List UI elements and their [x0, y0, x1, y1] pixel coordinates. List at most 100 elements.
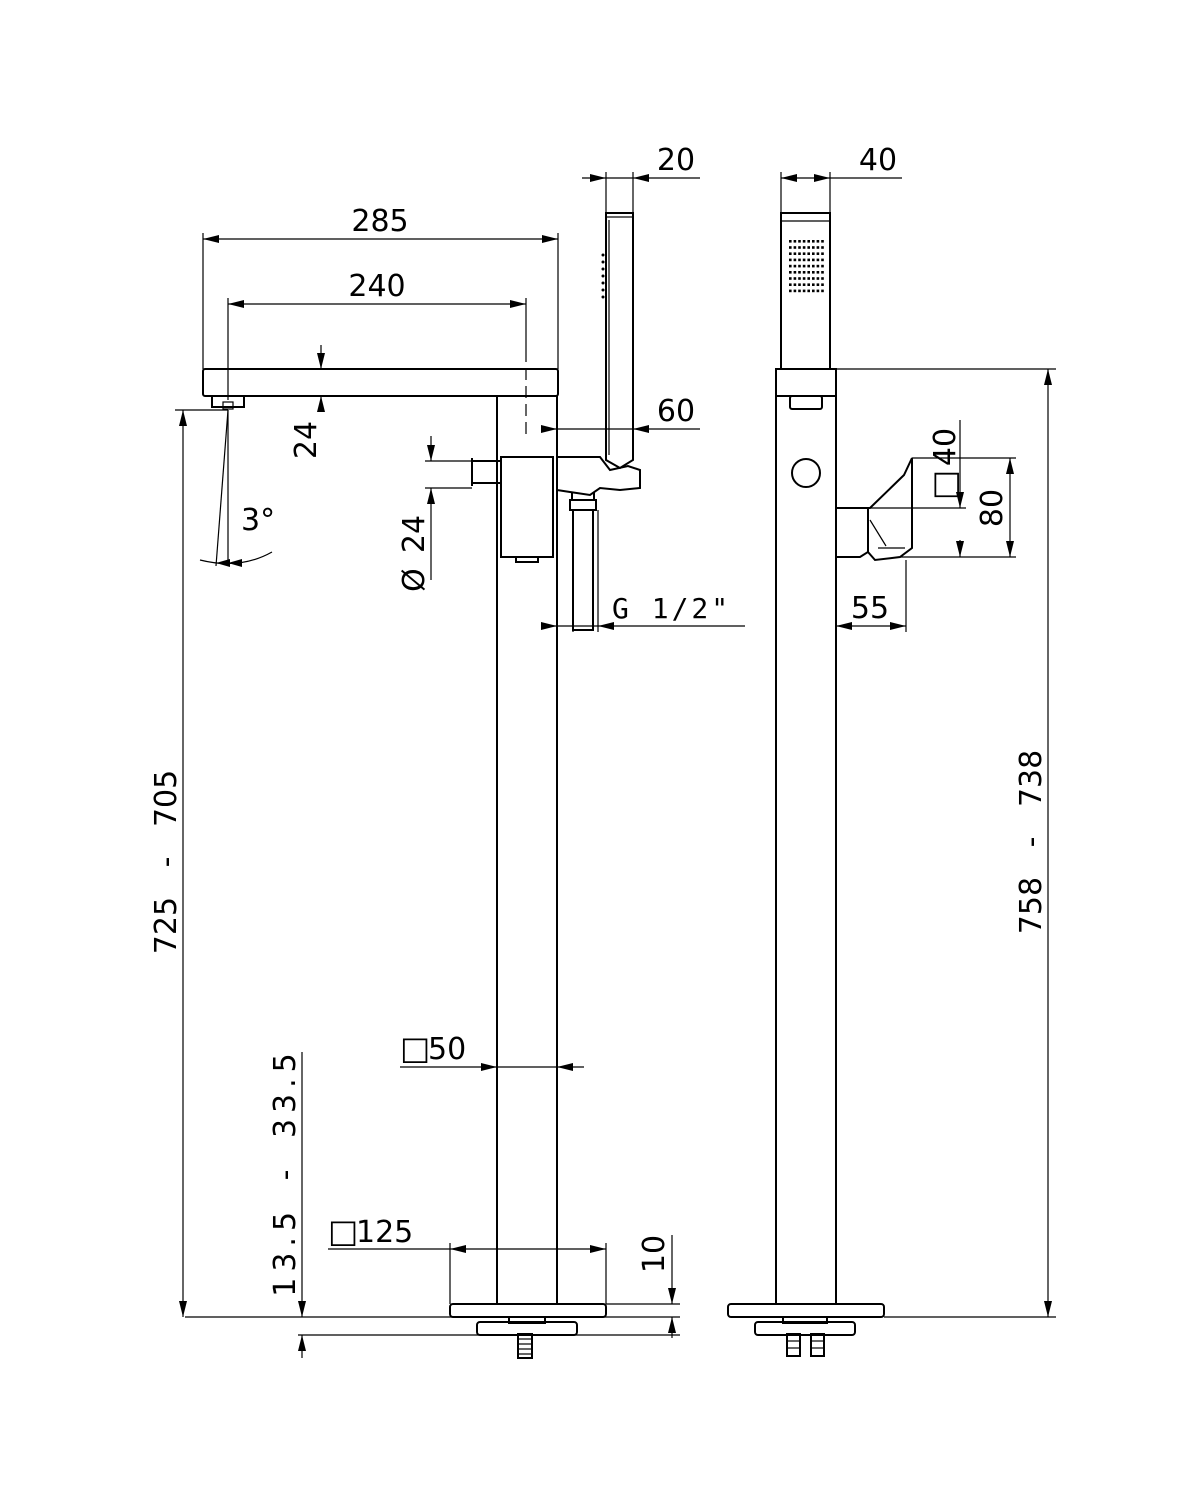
- nozzle-dot: [807, 289, 810, 293]
- label-holder-height: 80: [975, 489, 1010, 527]
- nozzle-dot: [802, 252, 806, 255]
- label-holder-projection: 55: [851, 591, 889, 626]
- nozzle-dot: [821, 252, 824, 255]
- nozzle-dot: [807, 277, 810, 280]
- nozzle-dot: [821, 246, 824, 249]
- dim-handshower-depth: 40: [780, 143, 902, 213]
- label-spout-angle: 3°: [241, 503, 275, 538]
- nozzle-dot: [789, 271, 792, 274]
- nozzle-dot: [798, 264, 801, 268]
- mixer-body: [500, 456, 554, 558]
- label-inlet-thread: G 1/2": [612, 592, 731, 625]
- nozzle-dot: [802, 240, 806, 243]
- handshower-holder: [556, 456, 641, 497]
- nozzle-dot: [789, 252, 792, 255]
- dim-base-section: □ 125: [328, 1212, 607, 1304]
- handshower-head-cap: [605, 212, 634, 218]
- label-inlet-diameter: 24: [397, 515, 432, 553]
- label-spout-reach: 240: [348, 269, 405, 304]
- side-column: [775, 395, 837, 1305]
- nozzle-dot: [793, 252, 797, 255]
- square-symbol-holder: □: [925, 470, 963, 500]
- nozzle-dot: [789, 277, 792, 280]
- side-mixer-knob: [791, 458, 821, 488]
- front-view: 285 240 24 3°: [149, 143, 745, 1359]
- label-spout-total-length: 285: [351, 204, 408, 239]
- side-holder: [835, 507, 869, 558]
- label-spout-thickness: 24: [289, 421, 324, 459]
- side-view: 40 □ 40 80 55: [727, 143, 1056, 1357]
- nozzle-dot: [793, 277, 797, 280]
- nozzle-dot: [798, 252, 801, 255]
- nozzle-dot: [789, 240, 792, 243]
- mixer-lower: [515, 557, 539, 563]
- nozzle-dot: [802, 277, 806, 280]
- handshower: [605, 212, 634, 470]
- nozzle-dot: [807, 283, 810, 286]
- nozzle-dot: [807, 246, 810, 249]
- nozzle-dot: [821, 283, 824, 286]
- nozzle-dot: [812, 240, 815, 243]
- nozzle-dot: [821, 240, 824, 243]
- label-floor-range: 13.5 - 33.5: [268, 1047, 303, 1297]
- nozzle-dot: [812, 246, 815, 249]
- nozzle-dot: [807, 258, 810, 262]
- nozzle-dot: [793, 246, 797, 249]
- nozzle-dot: [789, 264, 792, 268]
- nozzle-dot: [816, 283, 820, 286]
- nozzle-dot: [816, 240, 820, 243]
- nozzle-dot: [798, 289, 801, 293]
- nozzle-dot: [798, 240, 801, 243]
- side-base-plate: [727, 1303, 885, 1318]
- base-plate: [449, 1303, 607, 1318]
- nozzle-dot: [793, 264, 797, 268]
- nozzle-dot: [812, 271, 815, 274]
- nozzle-dot: [789, 246, 792, 249]
- dim-base-thickness: 10: [606, 1235, 680, 1338]
- aerator-detail: [222, 401, 234, 410]
- nozzle-dot: [802, 289, 806, 293]
- label-handshower-offset: 60: [657, 394, 695, 429]
- nozzle-dot: [798, 283, 801, 286]
- side-flex-hoses: [786, 1333, 825, 1357]
- label-column-section: 50: [428, 1032, 466, 1067]
- label-base-section: 125: [356, 1215, 413, 1250]
- dim-inlet-diameter: Ø 24: [397, 436, 472, 592]
- handshower-nozzle-grid: [789, 240, 824, 293]
- dim-overall-height-front: 725 - 705: [149, 409, 228, 1317]
- label-overall-height-front: 725 - 705: [149, 770, 184, 954]
- nozzle-dot: [821, 264, 824, 268]
- nozzle-dot: [793, 258, 797, 262]
- nozzle-dot: [802, 246, 806, 249]
- nozzle-dot: [816, 246, 820, 249]
- dim-spout-total-length: 285: [202, 204, 559, 369]
- side-holder-cradle: [867, 457, 913, 562]
- nozzle-dot: [807, 264, 810, 268]
- side-spout-head: [775, 368, 837, 397]
- nozzle-dot: [802, 258, 806, 262]
- nozzle-dot: [821, 277, 824, 280]
- square-symbol-column: □: [400, 1029, 430, 1067]
- nozzle-dot: [821, 271, 824, 274]
- nozzle-dot: [802, 271, 806, 274]
- nozzle-dot: [807, 240, 810, 243]
- hose-nut: [569, 499, 597, 511]
- dim-holder-height: 80: [900, 457, 1016, 558]
- nozzle-dot: [821, 289, 824, 293]
- spout: [202, 368, 559, 397]
- nozzle-dot: [789, 258, 792, 262]
- dim-handshower-width: 20: [582, 143, 700, 213]
- square-symbol-base: □: [328, 1212, 358, 1250]
- dim-column-section: □ 50: [400, 1029, 584, 1071]
- dim-floor-range: 13.5 - 33.5: [268, 1047, 306, 1358]
- nozzle-dot: [816, 252, 820, 255]
- nozzle-dot: [798, 277, 801, 280]
- nozzle-dot: [821, 258, 824, 262]
- nozzle-dot: [798, 258, 801, 262]
- nozzle-dot: [812, 264, 815, 268]
- side-aerator: [789, 395, 823, 410]
- hose-pipe: [572, 509, 594, 631]
- dim-spout-angle: 3°: [199, 409, 275, 567]
- nozzle-dot: [789, 289, 792, 293]
